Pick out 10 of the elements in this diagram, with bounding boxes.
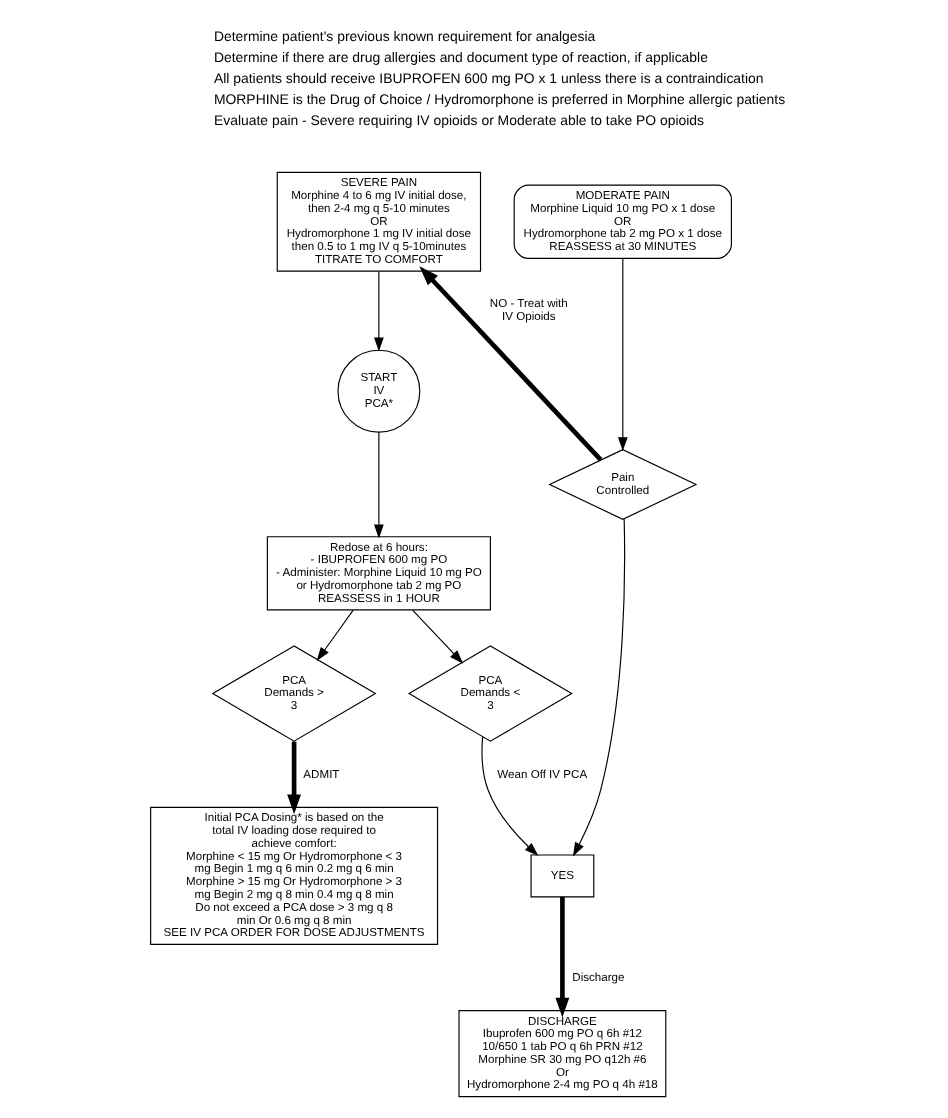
arrow	[554, 896, 569, 1018]
arrow	[418, 266, 602, 462]
arrow	[616, 258, 627, 452]
arrow	[373, 270, 383, 352]
arrow	[286, 741, 301, 815]
arrow	[373, 431, 383, 539]
arrow	[480, 736, 538, 856]
arrow	[315, 609, 353, 662]
arrow	[571, 518, 625, 857]
arrow	[411, 609, 463, 664]
